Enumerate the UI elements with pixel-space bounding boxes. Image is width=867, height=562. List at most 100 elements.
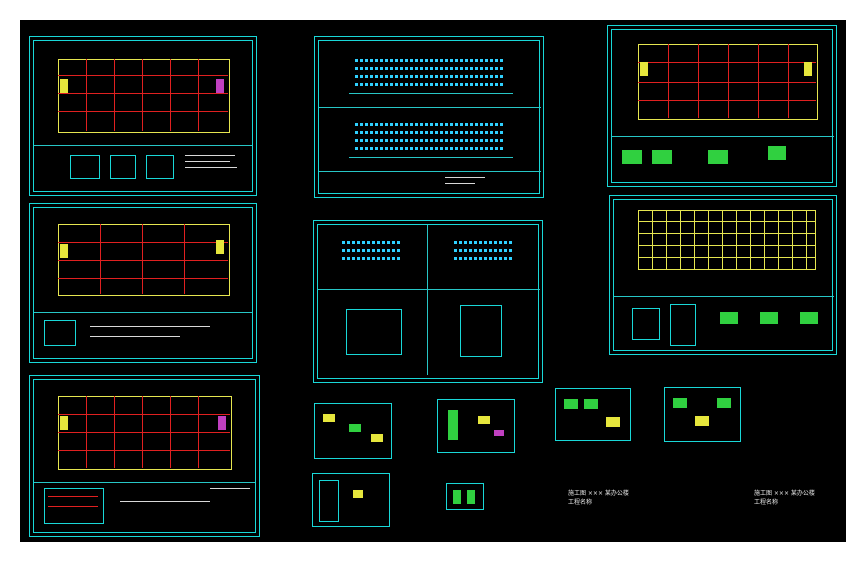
stair-detail-sheet-1[interactable] xyxy=(314,403,392,459)
stamp-line: 施工图 ××× 某办公楼 xyxy=(568,490,629,497)
sheet-border xyxy=(33,207,253,359)
stamp-line: 施工图 ××× 某办公楼 xyxy=(754,490,815,497)
elevation-windows xyxy=(355,131,505,134)
detail-box xyxy=(146,155,174,179)
grid-line xyxy=(58,111,228,112)
elevation-windows xyxy=(355,75,505,78)
grid-line xyxy=(758,44,759,118)
detail-mark xyxy=(708,150,728,164)
detail-fill xyxy=(353,490,363,498)
grid-line xyxy=(114,59,115,131)
roof-plan-outline xyxy=(638,210,816,270)
elevation-windows xyxy=(342,249,402,252)
grid-line xyxy=(58,93,228,94)
sheet-border xyxy=(318,40,540,194)
grid-line xyxy=(668,44,669,118)
stair-core xyxy=(804,62,812,76)
notes-divider xyxy=(34,482,255,483)
stair-detail-sheet-3[interactable] xyxy=(312,473,390,527)
stair-core xyxy=(60,244,68,258)
detail-fill xyxy=(467,490,475,504)
notes-divider xyxy=(34,145,252,146)
stamp-line: 工程名称 xyxy=(568,499,593,506)
note-line xyxy=(210,488,250,489)
detail-mark xyxy=(800,312,818,324)
divider xyxy=(319,171,541,172)
note-line xyxy=(185,161,230,162)
grid-line xyxy=(86,396,87,468)
floor-plan-outline xyxy=(58,396,232,470)
floor-plan-sheet-3[interactable] xyxy=(29,375,260,537)
grid-line xyxy=(638,100,816,101)
divider xyxy=(427,225,428,375)
stair-section xyxy=(460,305,502,357)
elevation-sheet-sections[interactable] xyxy=(313,220,543,383)
grid-line xyxy=(638,62,816,63)
notes-divider xyxy=(614,296,834,297)
detail-box xyxy=(632,308,660,340)
detail-box xyxy=(44,488,104,524)
divider xyxy=(319,107,541,108)
elevation-windows xyxy=(355,83,505,86)
note-line xyxy=(90,336,180,337)
door-window-sheet-2[interactable] xyxy=(664,387,741,442)
ground-line xyxy=(349,93,513,94)
grid-line xyxy=(58,242,228,243)
elevation-windows xyxy=(355,139,505,142)
detail-box xyxy=(670,304,696,346)
window-elevation xyxy=(673,398,687,408)
floor-plan-sheet-4[interactable] xyxy=(607,25,837,187)
grid-line xyxy=(698,44,699,118)
drawing-stamp-left: 施工图 ××× 某办公楼 工程名称 xyxy=(568,488,629,506)
detail-fill xyxy=(371,434,383,442)
grid-line xyxy=(142,224,143,294)
cad-drawing-canvas[interactable]: 施工图 ××× 某办公楼 工程名称 施工图 ××× 某办公楼 工程名称 xyxy=(20,20,846,542)
elevation-windows xyxy=(454,241,514,244)
elevation-windows xyxy=(342,241,402,244)
notes-divider xyxy=(612,136,834,137)
detail-mark xyxy=(720,312,738,324)
notes-divider xyxy=(34,312,252,313)
door-window-sheet-1[interactable] xyxy=(555,388,631,441)
sheet-border xyxy=(611,29,833,183)
grid-line xyxy=(58,278,228,279)
grid-line xyxy=(170,59,171,131)
window-elevation xyxy=(717,398,731,408)
grid-line xyxy=(788,44,789,118)
detail-hatch xyxy=(48,506,98,507)
floor-plan-outline xyxy=(58,59,230,133)
grid-line xyxy=(58,450,230,451)
detail-fill xyxy=(448,410,458,440)
detail-mark xyxy=(768,146,786,160)
stair-detail-sheet-2[interactable] xyxy=(437,399,515,453)
detail-mark xyxy=(622,150,642,164)
grid-line xyxy=(170,396,171,468)
roof-plan-sheet[interactable] xyxy=(609,195,837,355)
detail-box xyxy=(44,320,76,346)
detail-mark xyxy=(760,312,778,324)
note-line xyxy=(185,167,237,168)
elevation-windows xyxy=(355,147,505,150)
grid-line xyxy=(142,396,143,468)
stair-core xyxy=(640,62,648,76)
stair-core xyxy=(216,240,224,254)
detail-hatch xyxy=(48,496,98,497)
note-line xyxy=(185,155,235,156)
elevation-windows xyxy=(355,123,505,126)
elevation-sheet-main[interactable] xyxy=(314,36,544,198)
note-line xyxy=(120,501,210,502)
section-view xyxy=(346,309,402,355)
detail-box xyxy=(319,480,339,522)
sheet-border xyxy=(613,199,833,351)
grid-line xyxy=(86,59,87,131)
floor-plan-sheet-2[interactable] xyxy=(29,203,257,363)
stair-core xyxy=(216,79,224,93)
grid-line xyxy=(100,224,101,294)
stair-core xyxy=(60,416,68,430)
window-elevation xyxy=(584,399,598,409)
floor-plan-sheet-1[interactable] xyxy=(29,36,257,196)
note-line xyxy=(445,183,475,184)
grid-line xyxy=(58,432,230,433)
small-detail-sheet[interactable] xyxy=(446,483,484,510)
elevation-windows xyxy=(342,257,402,260)
